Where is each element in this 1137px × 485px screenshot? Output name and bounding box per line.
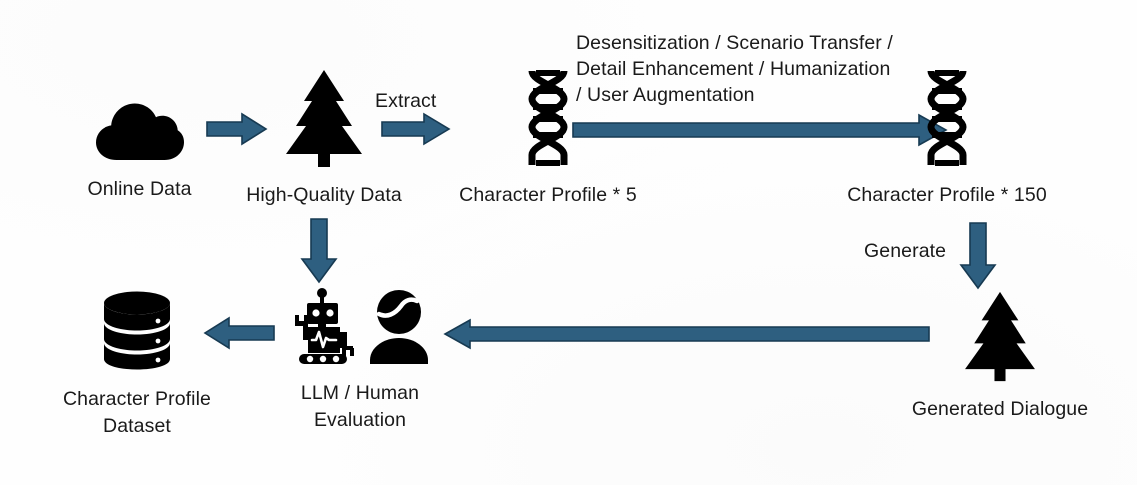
arrow-online-to-highquality <box>206 112 268 146</box>
node-online-data: Online Data <box>62 100 217 203</box>
node-llm-human-evaluation: LLM / Human Evaluation <box>282 288 438 434</box>
edge-label-extract: Extract <box>375 90 437 112</box>
node-label-online-data: Online Data <box>87 178 192 200</box>
node-character-profile-5: Character Profile * 5 <box>450 68 646 209</box>
node-label-llm-human-evaluation: LLM / Human Evaluation <box>300 382 420 431</box>
node-label-generated-dialogue: Generated Dialogue <box>911 398 1089 420</box>
edge-label-generate: Generate <box>864 240 947 262</box>
edge-label-augment: Desensitization / Scenario Transfer / De… <box>576 30 946 108</box>
node-generated-dialogue: Generated Dialogue <box>898 290 1102 423</box>
dna-helix-icon <box>919 68 975 168</box>
cloud-icon <box>94 100 186 162</box>
arrow-generate <box>959 222 997 290</box>
arrow-highquality-to-evaluation <box>300 218 338 284</box>
node-label-character-profile-150: Character Profile * 150 <box>847 184 1047 206</box>
tree-icon <box>958 290 1042 382</box>
person-icon <box>365 288 433 364</box>
arrow-evaluation-to-dataset <box>203 316 275 350</box>
arrow-extract <box>381 112 451 146</box>
robot-icon <box>287 288 359 364</box>
node-character-profile-dataset: Character Profile Dataset <box>42 290 232 440</box>
node-high-quality-data: High-Quality Data <box>235 68 413 209</box>
edge-label-augment-line-1: Desensitization / Scenario Transfer / <box>576 32 893 54</box>
edge-label-augment-line-2: Detail Enhancement / Humanization <box>576 58 891 81</box>
node-label-character-profile-dataset: Character Profile Dataset <box>62 388 211 437</box>
node-label-high-quality-data: High-Quality Data <box>246 184 402 206</box>
tree-icon <box>282 68 366 168</box>
arrow-dialogue-to-evaluation <box>443 318 930 350</box>
node-character-profile-150: Character Profile * 150 <box>838 68 1056 209</box>
node-label-character-profile-5: Character Profile * 5 <box>459 184 637 206</box>
database-icon <box>99 290 175 370</box>
edge-label-augment-line-3: / User Augmentation <box>576 84 755 107</box>
dna-helix-icon <box>520 68 576 168</box>
